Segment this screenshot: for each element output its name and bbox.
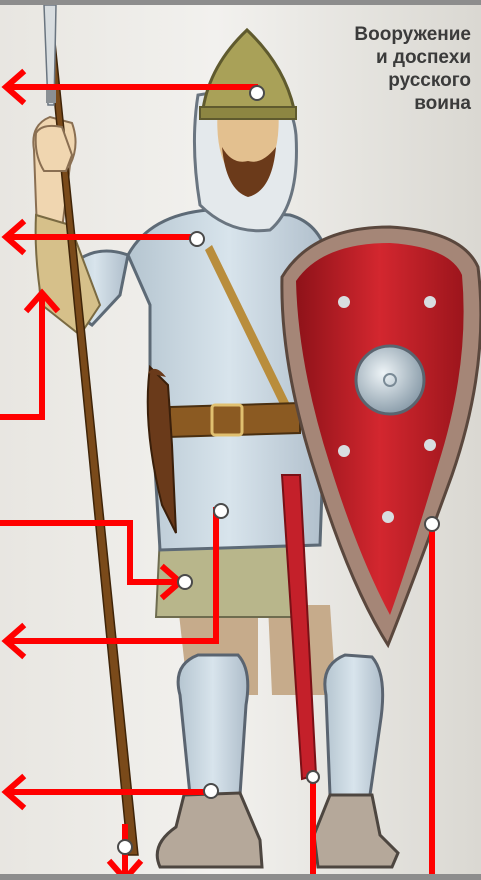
title-line-1: Вооружение xyxy=(354,23,471,46)
title-line-3: русского xyxy=(354,69,471,92)
callout-belt xyxy=(0,523,178,582)
helmet xyxy=(203,30,294,109)
callout-spear-arm xyxy=(0,295,42,417)
warrior-illustration xyxy=(0,5,481,880)
belt xyxy=(168,403,300,437)
helmet-band xyxy=(200,107,296,119)
page-title: Вооружение и доспехи русского воина xyxy=(354,23,471,115)
greave-right xyxy=(325,655,383,795)
title-line-4: воина xyxy=(354,92,471,115)
greave-left xyxy=(178,655,248,795)
title-line-2: и доспехи xyxy=(354,46,471,69)
boots xyxy=(157,793,398,867)
shield xyxy=(282,227,481,645)
